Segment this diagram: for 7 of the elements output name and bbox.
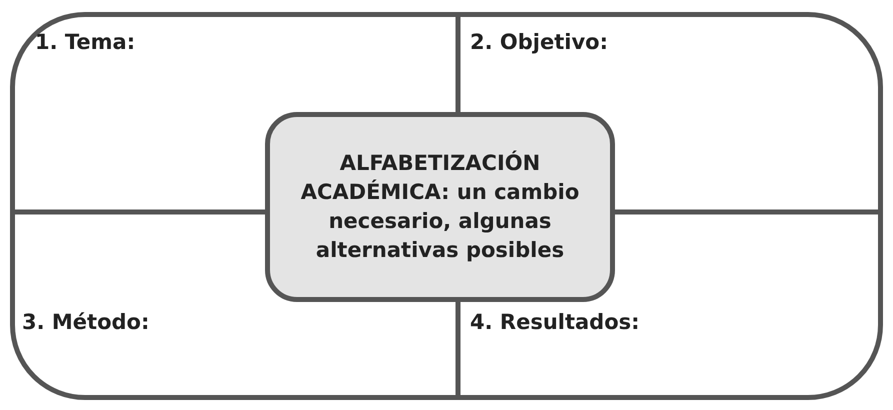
rounded-frame: [10, 12, 883, 400]
title-box: [265, 112, 615, 302]
quadrant-heading: 2. Objetivo:: [470, 30, 608, 54]
quadrant-heading: 1. Tema:: [35, 30, 136, 54]
quadrant-heading: 4. Resultados:: [470, 310, 640, 334]
title-text: ALFABETIZACIÓN ACADÉMICA: un cambio necesario, algunas alternativas posibles: [300, 150, 580, 264]
quadrant-heading: 3. Método:: [22, 310, 150, 334]
